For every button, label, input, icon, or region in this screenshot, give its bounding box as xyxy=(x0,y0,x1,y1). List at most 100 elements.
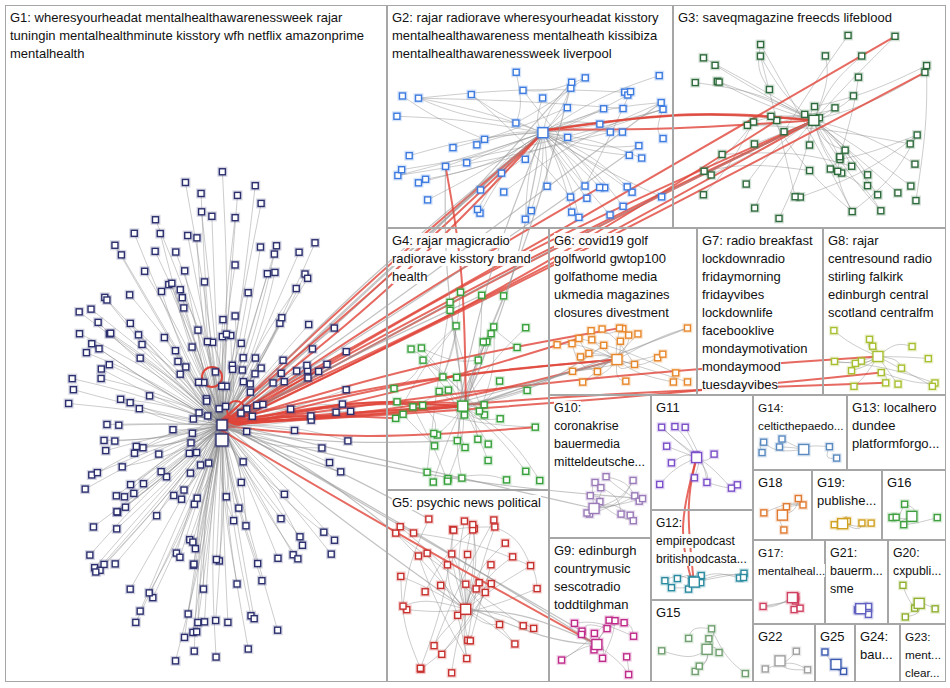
group-label: G9: edinburgh countrymusic sescotradio t… xyxy=(554,543,636,612)
vertex-glow xyxy=(690,78,700,88)
vertex-icon xyxy=(175,358,181,364)
vertex-glow xyxy=(319,527,329,537)
vertex-glow xyxy=(900,612,910,622)
vertex-glow xyxy=(409,528,419,538)
vertex-icon xyxy=(339,401,345,407)
vertex-glow xyxy=(757,448,767,458)
vertex-icon xyxy=(584,195,590,201)
vertex-glow xyxy=(584,348,594,358)
vertex-icon xyxy=(443,163,449,169)
vertex-glow xyxy=(726,483,736,493)
vertex-icon xyxy=(108,330,114,336)
vertex-glow xyxy=(175,285,185,295)
vertex-icon xyxy=(204,339,210,345)
vertex-icon xyxy=(324,361,330,367)
vertex-icon xyxy=(668,460,674,466)
vertex-icon xyxy=(305,275,311,281)
vertex-glow xyxy=(863,170,873,180)
network-edge xyxy=(130,323,222,425)
vertex-icon xyxy=(835,168,841,174)
vertex-icon xyxy=(482,136,488,142)
vertex-icon xyxy=(875,192,881,198)
vertex-glow xyxy=(630,359,640,369)
vertex-glow xyxy=(230,260,240,270)
vertex-glow xyxy=(211,616,221,626)
vertex-glow xyxy=(476,185,486,195)
vertex-icon xyxy=(588,328,594,334)
vertex-glow xyxy=(215,418,229,432)
group-label: G14: celticthepaedo... xyxy=(758,401,844,432)
vertex-glow xyxy=(542,181,552,191)
vertex-glow xyxy=(112,507,122,517)
vertex-glow xyxy=(236,477,246,487)
network-edge xyxy=(139,409,222,425)
vertex-icon xyxy=(834,455,840,461)
vertex-icon xyxy=(411,530,417,536)
vertex-glow xyxy=(169,490,179,500)
vertex-glow xyxy=(468,520,478,530)
vertex-icon xyxy=(319,445,325,451)
vertex-icon xyxy=(252,371,258,377)
vertex-icon xyxy=(243,523,249,529)
vertex-glow xyxy=(232,579,242,589)
vertex-glow xyxy=(602,624,612,634)
vertex-icon xyxy=(781,129,787,135)
group-box: G21: bauerm... sme xyxy=(825,540,888,624)
vertex-glow xyxy=(495,620,505,630)
vertex-glow xyxy=(521,466,531,476)
vertex-icon xyxy=(856,604,866,614)
vertex-icon xyxy=(445,478,451,484)
vertex-icon xyxy=(619,129,625,135)
vertex-icon xyxy=(751,119,757,125)
vertex-glow xyxy=(303,373,313,383)
vertex-icon xyxy=(914,598,924,608)
vertex-glow xyxy=(820,647,830,657)
vertex-icon xyxy=(77,331,83,337)
vertex-glow xyxy=(86,304,96,314)
vertex-icon xyxy=(497,622,503,628)
vertex-icon xyxy=(194,495,200,501)
vertex-glow xyxy=(177,293,187,303)
vertex-glow xyxy=(742,120,752,130)
vertex-icon xyxy=(849,368,855,374)
vertex-icon xyxy=(791,607,797,613)
vertex-icon xyxy=(186,450,192,456)
vertex-icon xyxy=(451,527,457,533)
vertex-icon xyxy=(902,501,908,507)
vertex-glow xyxy=(230,311,240,321)
vertex-icon xyxy=(582,183,588,189)
network-edge xyxy=(814,120,878,194)
vertex-glow xyxy=(192,627,202,637)
vertex-glow xyxy=(760,664,770,674)
network-edge xyxy=(755,120,814,208)
vertex-glow xyxy=(268,378,278,388)
vertex-glow xyxy=(759,437,769,447)
vertex-glow xyxy=(628,475,638,485)
vertex-icon xyxy=(603,474,609,480)
vertex-glow xyxy=(203,411,213,421)
vertex-icon xyxy=(589,503,599,513)
vertex-glow xyxy=(657,422,667,432)
vertex-icon xyxy=(458,401,468,411)
vertex-icon xyxy=(426,516,432,522)
vertex-icon xyxy=(467,638,473,644)
network-edge xyxy=(419,98,624,108)
vertex-icon xyxy=(522,156,528,162)
vertex-glow xyxy=(704,634,714,644)
vertex-glow xyxy=(135,606,145,616)
vertex-glow xyxy=(526,561,536,571)
vertex-icon xyxy=(512,641,518,647)
vertex-icon xyxy=(569,341,575,347)
vertex-glow xyxy=(294,247,304,257)
vertex-icon xyxy=(568,85,574,91)
vertex-icon xyxy=(191,562,197,568)
vertex-icon xyxy=(692,80,698,86)
vertex-icon xyxy=(777,444,783,450)
vertex-glow xyxy=(557,655,567,665)
vertex-glow xyxy=(552,340,562,350)
vertex-glow xyxy=(125,584,135,594)
group-box: G6: covid19 golf golfworld gwtop100 golf… xyxy=(549,228,697,395)
vertex-icon xyxy=(604,626,610,632)
vertex-icon xyxy=(297,534,303,540)
vertex-icon xyxy=(895,381,901,387)
